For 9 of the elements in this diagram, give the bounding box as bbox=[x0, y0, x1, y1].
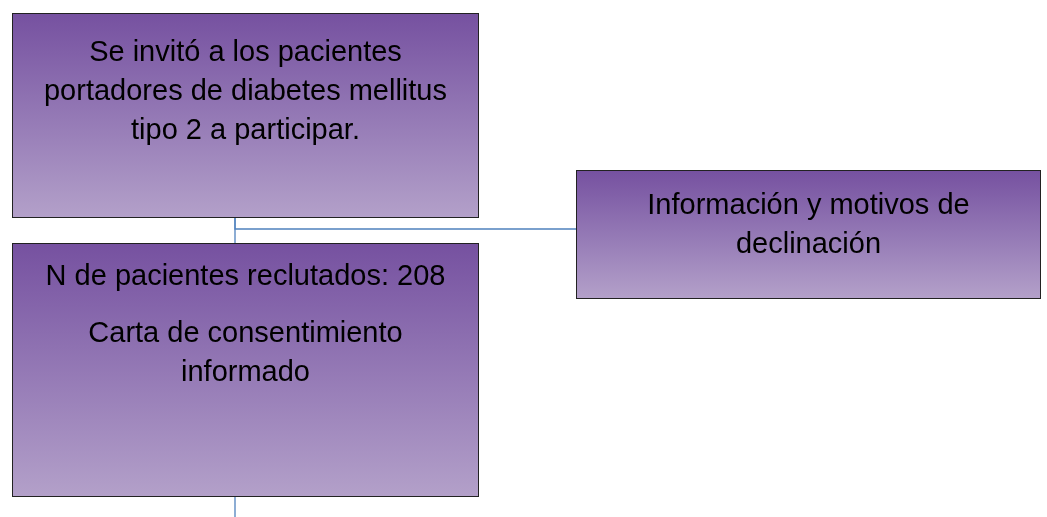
box-text: Información y motivos de declinación bbox=[646, 187, 971, 261]
process-box bbox=[12, 13, 479, 218]
process-box bbox=[576, 170, 1041, 299]
connector-line bbox=[234, 217, 577, 230]
box-text: Carta de consentimiento informado bbox=[87, 315, 404, 389]
box-text: Se invitó a los pacientes portadores de diabetes mellitus tipo 2 a participar. bbox=[43, 34, 448, 147]
connector-line bbox=[234, 496, 236, 517]
box-text: N de pacientes reclutados: 208 bbox=[45, 258, 446, 293]
process-box bbox=[12, 243, 479, 497]
